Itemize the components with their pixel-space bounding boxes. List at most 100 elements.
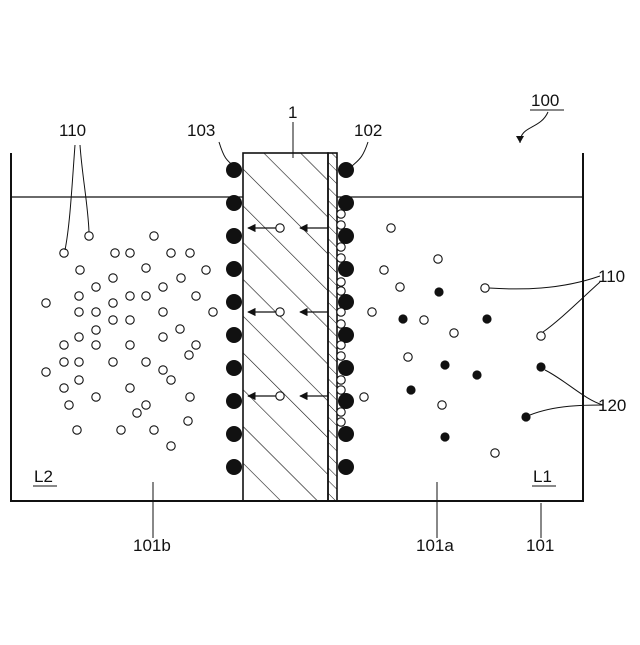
- particles-chamber-left: [42, 232, 217, 450]
- particle-open: [42, 299, 50, 307]
- coating-bead-left: [226, 459, 242, 475]
- particle-open: [142, 264, 150, 272]
- particle-open: [491, 449, 499, 457]
- particle-open: [109, 316, 117, 324]
- particles-chamber-right: [360, 224, 546, 457]
- particle-open: [42, 368, 50, 376]
- coating-bead-left: [226, 228, 242, 244]
- label-101b: 101b: [133, 536, 171, 555]
- particle-adsorbed: [337, 341, 345, 349]
- particle-open: [126, 292, 134, 300]
- particle-open: [159, 308, 167, 316]
- particle-filled: [398, 314, 407, 323]
- coating-bead-right: [338, 228, 354, 244]
- particle-in-transit: [276, 308, 284, 316]
- particle-open: [387, 224, 395, 232]
- coating-bead-left: [226, 360, 242, 376]
- particle-open: [142, 292, 150, 300]
- particle-open: [92, 393, 100, 401]
- coating-bead-left: [226, 327, 242, 343]
- particle-open: [150, 426, 158, 434]
- particle-filled: [434, 287, 443, 296]
- particle-filled: [472, 370, 481, 379]
- particle-open: [177, 274, 185, 282]
- particle-filled: [521, 412, 530, 421]
- particle-open: [185, 351, 193, 359]
- coating-layer-right: [338, 162, 354, 475]
- particle-open: [133, 409, 141, 417]
- particle-open: [109, 274, 117, 282]
- label-110-right: 110: [598, 267, 625, 286]
- particle-open: [92, 326, 100, 334]
- particle-open: [396, 283, 404, 291]
- particle-open: [438, 401, 446, 409]
- particle-open: [150, 232, 158, 240]
- particle-open: [360, 393, 368, 401]
- particle-filled: [406, 385, 415, 394]
- leader-110-right-b: [543, 282, 600, 332]
- particle-open: [76, 266, 84, 274]
- particle-open: [92, 283, 100, 291]
- particle-adsorbed: [337, 352, 345, 360]
- label-110-left: 110: [59, 121, 86, 140]
- leader-102: [350, 142, 368, 168]
- label-membrane: 1: [288, 103, 297, 122]
- particle-adsorbed: [337, 254, 345, 262]
- coating-bead-right: [338, 360, 354, 376]
- particle-open: [186, 393, 194, 401]
- particle-open: [192, 292, 200, 300]
- particle-open: [184, 417, 192, 425]
- particle-open: [60, 384, 68, 392]
- label-120: 120: [598, 396, 626, 415]
- particle-filled: [440, 432, 449, 441]
- leader-110-left-b: [80, 145, 89, 232]
- particle-open: [109, 358, 117, 366]
- particle-filled: [440, 360, 449, 369]
- particle-filled: [536, 362, 545, 371]
- coating-bead-right: [338, 162, 354, 178]
- particle-open: [420, 316, 428, 324]
- particle-open: [126, 249, 134, 257]
- coating-layer-left: [226, 162, 242, 475]
- label-103: 103: [187, 121, 215, 140]
- particle-filled: [482, 314, 491, 323]
- particle-open: [380, 266, 388, 274]
- particle-open: [186, 249, 194, 257]
- particle-open: [167, 442, 175, 450]
- particle-in-transit: [276, 392, 284, 400]
- coating-bead-left: [226, 426, 242, 442]
- particle-adsorbed: [337, 320, 345, 328]
- particle-adsorbed: [337, 386, 345, 394]
- coating-bead-left: [226, 261, 242, 277]
- particle-open: [117, 426, 125, 434]
- particle-open: [65, 401, 73, 409]
- label-101a: 101a: [416, 536, 454, 555]
- leader-100: [520, 112, 548, 143]
- particle-open: [167, 376, 175, 384]
- label-L1: L1: [533, 467, 552, 486]
- particle-open: [537, 332, 545, 340]
- particle-open: [126, 341, 134, 349]
- particle-open: [202, 266, 210, 274]
- particle-open: [159, 366, 167, 374]
- particle-open: [92, 341, 100, 349]
- particle-open: [167, 249, 175, 257]
- particle-open: [73, 426, 81, 434]
- particle-open: [192, 341, 200, 349]
- particle-open: [450, 329, 458, 337]
- particle-open: [176, 325, 184, 333]
- particle-open: [159, 333, 167, 341]
- membrane-body: [243, 153, 328, 501]
- coating-bead-left: [226, 162, 242, 178]
- particle-adsorbed: [337, 376, 345, 384]
- particle-open: [75, 358, 83, 366]
- label-102: 102: [354, 121, 382, 140]
- particle-adsorbed: [337, 210, 345, 218]
- particle-open: [75, 292, 83, 300]
- particle-adsorbed: [337, 418, 345, 426]
- particle-open: [60, 341, 68, 349]
- label-100: 100: [531, 91, 559, 110]
- particle-open: [60, 249, 68, 257]
